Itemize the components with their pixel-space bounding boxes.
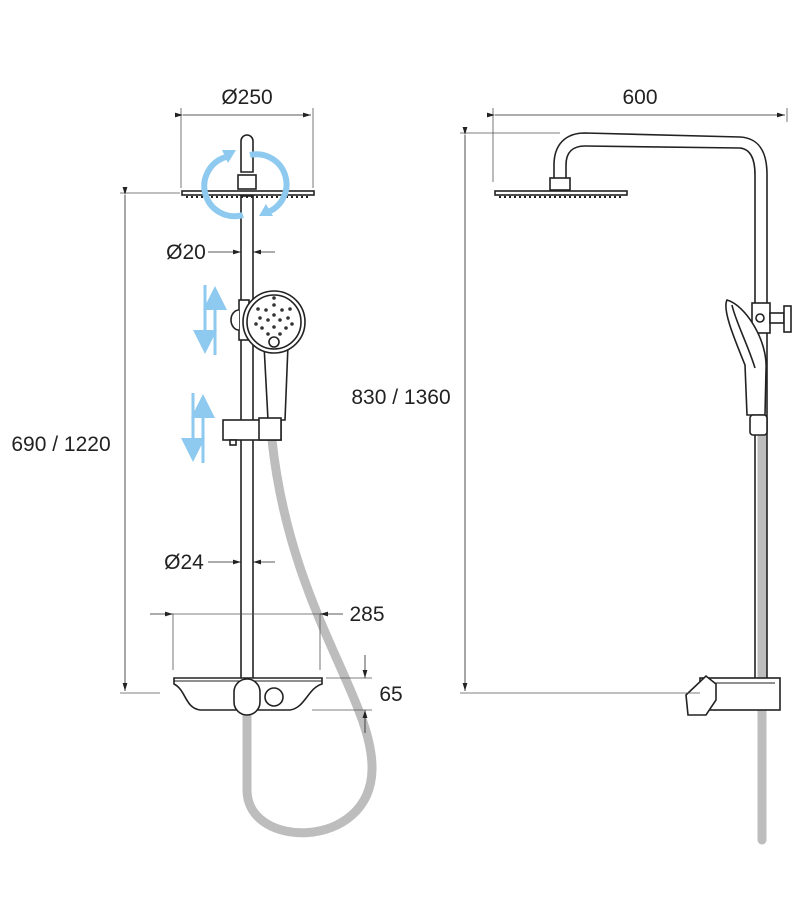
hand-shower — [230, 290, 306, 421]
front-height-label: 690 / 1220 — [11, 433, 110, 456]
shelf-width-label: 285 — [349, 603, 384, 626]
side-view: 600 — [351, 86, 792, 845]
slider-bracket — [222, 417, 282, 446]
thermostatic-shelf — [173, 677, 323, 716]
slide-arrows-icon — [181, 285, 227, 463]
hose — [242, 435, 377, 838]
shower-arm — [553, 132, 768, 690]
rotation-arrows-icon — [201, 150, 290, 220]
arm-length-label: 600 — [622, 86, 657, 109]
side-height-dimension: 830 / 1360 — [351, 127, 700, 694]
pipe-top-diameter-label: Ø20 — [166, 241, 206, 264]
front-height-dimension: 690 / 1220 — [11, 187, 180, 694]
pipe-top-diameter-dimension: Ø20 — [166, 241, 275, 264]
side-hand-shower — [725, 299, 768, 436]
pipe-bottom-diameter-label: Ø24 — [164, 551, 204, 574]
side-height-label: 830 / 1360 — [351, 386, 450, 409]
side-head-connector — [549, 177, 571, 191]
front-view: Ø250 Ø20 — [11, 86, 403, 838]
head-diameter-dimension: Ø250 — [175, 86, 314, 188]
shelf-height-label: 65 — [379, 683, 402, 706]
pipe-bottom-diameter-dimension: Ø24 — [164, 551, 275, 574]
shelf-height-dimension: 65 — [312, 655, 403, 733]
side-mixer — [685, 674, 781, 716]
arm-length-dimension: 600 — [487, 86, 788, 182]
gooseneck — [240, 134, 254, 173]
diverter-valve — [751, 302, 792, 334]
head-connector — [237, 174, 257, 190]
rain-shower-head — [181, 190, 315, 198]
riser-pipe — [240, 195, 254, 687]
side-rain-head — [494, 190, 628, 198]
shelf-width-dimension: 285 — [150, 603, 385, 670]
head-diameter-label: Ø250 — [221, 86, 272, 109]
